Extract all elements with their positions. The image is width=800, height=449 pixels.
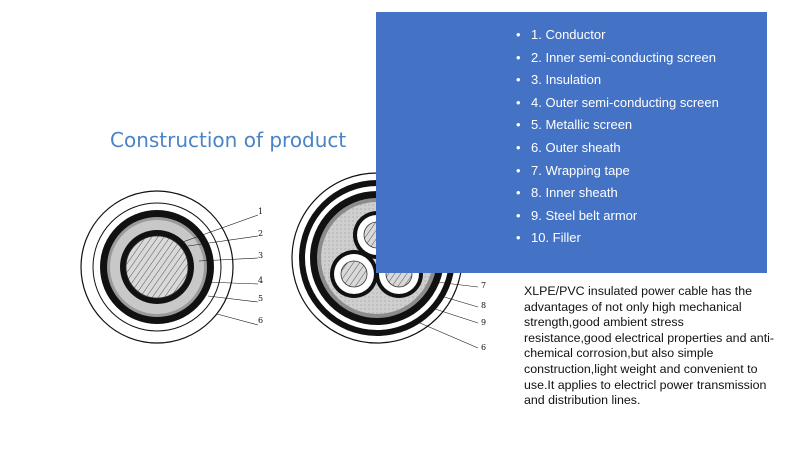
bullet-icon: • bbox=[516, 185, 521, 201]
bullet-icon: • bbox=[516, 230, 521, 246]
product-description: XLPE/PVC insulated power cable has the a… bbox=[524, 284, 775, 408]
bullet-icon: • bbox=[516, 72, 521, 88]
list-item: •1. Conductor bbox=[376, 24, 767, 47]
single-label-1: 1 bbox=[258, 207, 263, 216]
list-item: •4. Outer semi-conducting screen bbox=[376, 92, 767, 115]
components-list: •1. Conductor •2. Inner semi-conducting … bbox=[376, 12, 767, 250]
single-core-cable-diagram: 1 2 3 4 5 6 bbox=[80, 190, 263, 344]
bullet-icon: • bbox=[516, 94, 521, 110]
list-item: •3. Insulation bbox=[376, 69, 767, 92]
single-label-4: 4 bbox=[258, 276, 263, 285]
list-item: •2. Inner semi-conducting screen bbox=[376, 47, 767, 70]
bullet-icon: • bbox=[516, 27, 521, 42]
bullet-icon: • bbox=[516, 49, 521, 65]
bullet-icon: • bbox=[516, 207, 521, 223]
single-label-5: 5 bbox=[258, 294, 263, 303]
components-list-panel: •1. Conductor •2. Inner semi-conducting … bbox=[376, 12, 767, 273]
three-label-6: 6 bbox=[481, 343, 486, 352]
three-label-7: 7 bbox=[481, 281, 486, 290]
list-item: •8. Inner sheath bbox=[376, 182, 767, 205]
bullet-icon: • bbox=[516, 162, 521, 178]
bullet-icon: • bbox=[516, 139, 521, 155]
single-label-2: 2 bbox=[258, 229, 263, 238]
three-label-9: 9 bbox=[481, 318, 486, 327]
list-item: •10. Filler bbox=[376, 227, 767, 250]
single-label-6: 6 bbox=[258, 316, 263, 325]
single-label-3: 3 bbox=[258, 251, 263, 260]
bullet-icon: • bbox=[516, 117, 521, 133]
list-item: •6. Outer sheath bbox=[376, 137, 767, 160]
list-item: •7. Wrapping tape bbox=[376, 160, 767, 183]
list-item: •9. Steel belt armor bbox=[376, 205, 767, 228]
list-item: •5. Metallic screen bbox=[376, 114, 767, 137]
three-label-8: 8 bbox=[481, 301, 486, 310]
construction-title: Construction of product bbox=[110, 128, 347, 152]
